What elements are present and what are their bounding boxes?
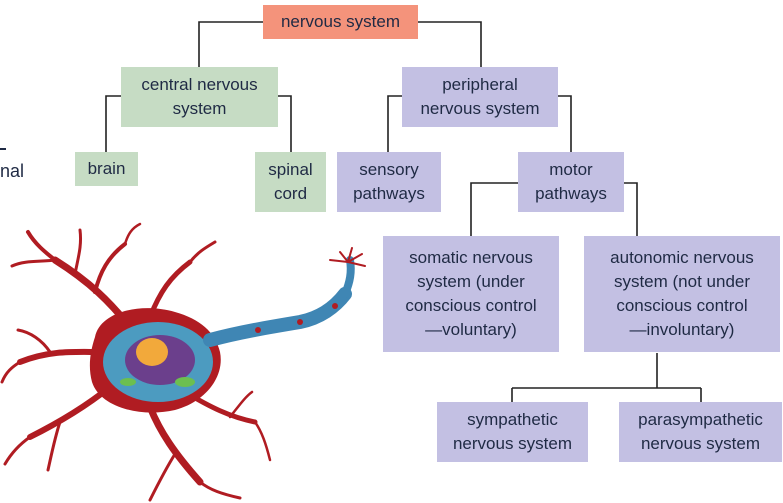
node-brain: brain [75,152,138,186]
node-nervous-system: nervous system [263,5,418,39]
node-sensory-pathways: sensory pathways [337,152,441,212]
cutoff-text: nal [0,161,24,182]
node-peripheral-nervous-system: peripheral nervous system [402,67,558,127]
node-sympathetic-nervous-system: sympathetic nervous system [437,402,588,462]
node-central-nervous-system: central nervous system [121,67,278,127]
neuron-illustration [0,222,372,503]
node-parasympathetic-nervous-system: parasympathetic nervous system [619,402,782,462]
node-spinal-cord: spinal cord [255,152,326,212]
cutoff-mark [0,148,6,150]
node-somatic-nervous-system: somatic nervous system (under conscious … [383,236,559,352]
node-motor-pathways: motor pathways [518,152,624,212]
node-autonomic-nervous-system: autonomic nervous system (not under cons… [584,236,780,352]
